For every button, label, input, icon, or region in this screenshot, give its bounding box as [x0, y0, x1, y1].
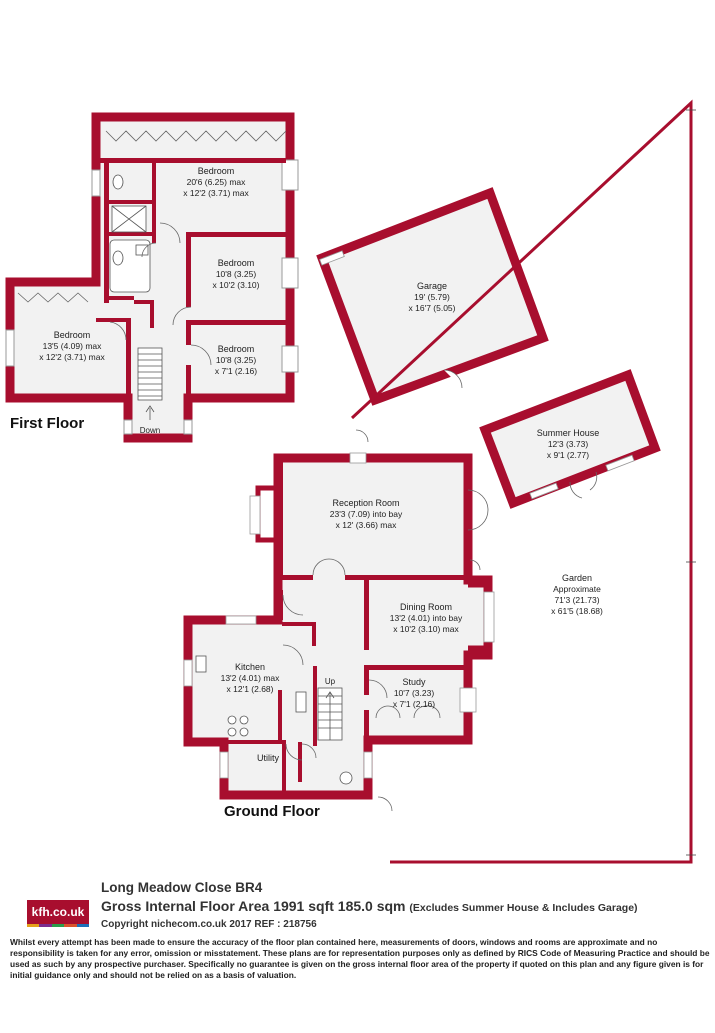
dining-dim2: x 10'2 (3.10) max [393, 624, 459, 634]
ground-floor-fill [188, 458, 488, 795]
summer-house-dim2: x 9'1 (2.77) [547, 450, 589, 460]
study-dim1: 10'7 (3.23) [394, 688, 435, 698]
bedroom-1-dim1: 20'6 (6.25) max [187, 177, 247, 187]
bedroom-3-dim1: 13'5 (4.09) max [43, 341, 103, 351]
ground-floor-internal-walls [224, 462, 468, 795]
summer-house-openings [529, 454, 635, 500]
garage-door [443, 369, 463, 389]
bedroom-4-dim1: 10'8 (3.25) [216, 355, 257, 365]
garden-dim2: x 61'5 (18.68) [551, 606, 603, 616]
garage-wall [316, 187, 549, 406]
logo-stripe-1 [27, 924, 40, 927]
study-name: Study [402, 677, 426, 687]
bedroom-2-dim1: 10'8 (3.25) [216, 269, 257, 279]
bedroom-1-dim2: x 12'2 (3.71) max [183, 188, 249, 198]
first-floor-wardrobes [17, 130, 287, 303]
disclaimer: Whilst every attempt has been made to en… [10, 937, 710, 980]
floor-area-note: (Excludes Summer House & Includes Garage… [409, 902, 638, 914]
bedroom-2-dim2: x 10'2 (3.10) [213, 280, 260, 290]
first-floor-stairs [137, 347, 163, 420]
first-floor-outer-wall [5, 112, 295, 443]
kitchen-dim1: 13'2 (4.01) max [221, 673, 281, 683]
garden-name: Garden [562, 573, 592, 583]
ground-floor-bay-windows [249, 485, 495, 651]
summer-house-doors [569, 471, 598, 499]
summer-house-fill [485, 375, 655, 503]
first-floor-plan: Bedroom 20'6 (6.25) max x 12'2 (3.71) ma… [5, 112, 299, 443]
garage-dim1: 19' (5.79) [414, 292, 450, 302]
garage-fill [322, 193, 543, 400]
logo-stripe-5 [76, 924, 90, 927]
garage-dim2: x 16'7 (5.05) [409, 303, 456, 313]
garage-name: Garage [417, 281, 447, 291]
kitchen-fixtures [195, 655, 353, 785]
first-floor-label: First Floor [10, 415, 84, 432]
garden-approx: Approximate [553, 584, 601, 594]
bedroom-4-name: Bedroom [218, 344, 255, 354]
garage-plan: Garage 19' (5.79) x 16'7 (5.05) [316, 187, 549, 406]
study-dim2: x 7'1 (2.16) [393, 699, 435, 709]
floor-area: Gross Internal Floor Area 1991 sqft 185.… [101, 898, 638, 914]
summer-house-name: Summer House [537, 428, 600, 438]
garden-boundary: Garden Approximate 71'3 (21.73) x 61'5 (… [350, 99, 696, 864]
kitchen-name: Kitchen [235, 662, 265, 672]
stairs-down-label: Down [140, 426, 160, 435]
property-address: Long Meadow Close BR4 [101, 880, 263, 895]
utility-name: Utility [257, 753, 279, 763]
logo-stripe-2 [39, 924, 52, 927]
logo-color-stripe [27, 924, 90, 927]
ground-floor-plan: Reception Room 23'3 (7.09) into bay x 12… [183, 452, 495, 820]
first-floor-doors [109, 222, 212, 366]
floor-area-value: Gross Internal Floor Area 1991 sqft 185.… [101, 898, 406, 914]
kfh-logo: kfh.co.uk [27, 900, 89, 926]
garage-window [319, 250, 345, 266]
ground-floor-stairs [317, 687, 343, 741]
bedroom-3-dim2: x 12'2 (3.71) max [39, 352, 105, 362]
first-floor-internal-walls [96, 158, 286, 398]
bedroom-3-name: Bedroom [54, 330, 91, 340]
reception-dim2: x 12' (3.66) max [336, 520, 397, 530]
reception-dim1: 23'3 (7.09) into bay [330, 509, 403, 519]
bedroom-1-name: Bedroom [198, 166, 235, 176]
dining-name: Dining Room [400, 602, 452, 612]
bedroom-4-dim2: x 7'1 (2.16) [215, 366, 257, 376]
logo-stripe-4 [64, 924, 77, 927]
copyright: Copyright nichecom.co.uk 2017 REF : 2187… [101, 919, 317, 930]
ground-floor-label: Ground Floor [224, 803, 320, 820]
first-floor-windows [5, 159, 299, 435]
summer-house-dim1: 12'3 (3.73) [548, 439, 589, 449]
floor-plan: Bedroom 20'6 (6.25) max x 12'2 (3.71) ma… [5, 99, 696, 864]
first-floor-bathroom-fixtures [109, 174, 151, 293]
summer-house-plan: Summer House 12'3 (3.73) x 9'1 (2.77) [479, 369, 661, 509]
logo-stripe-3 [51, 924, 65, 927]
stairs-up-label: Up [325, 677, 336, 686]
garden-dim1: 71'3 (21.73) [554, 595, 599, 605]
ground-floor-windows [183, 452, 477, 779]
dining-dim1: 13'2 (4.01) into bay [390, 613, 463, 623]
summer-house-wall [479, 369, 661, 509]
bedroom-2-name: Bedroom [218, 258, 255, 268]
reception-name: Reception Room [332, 498, 399, 508]
kitchen-dim2: x 12'1 (2.68) [227, 684, 274, 694]
ground-floor-doors [282, 489, 489, 761]
